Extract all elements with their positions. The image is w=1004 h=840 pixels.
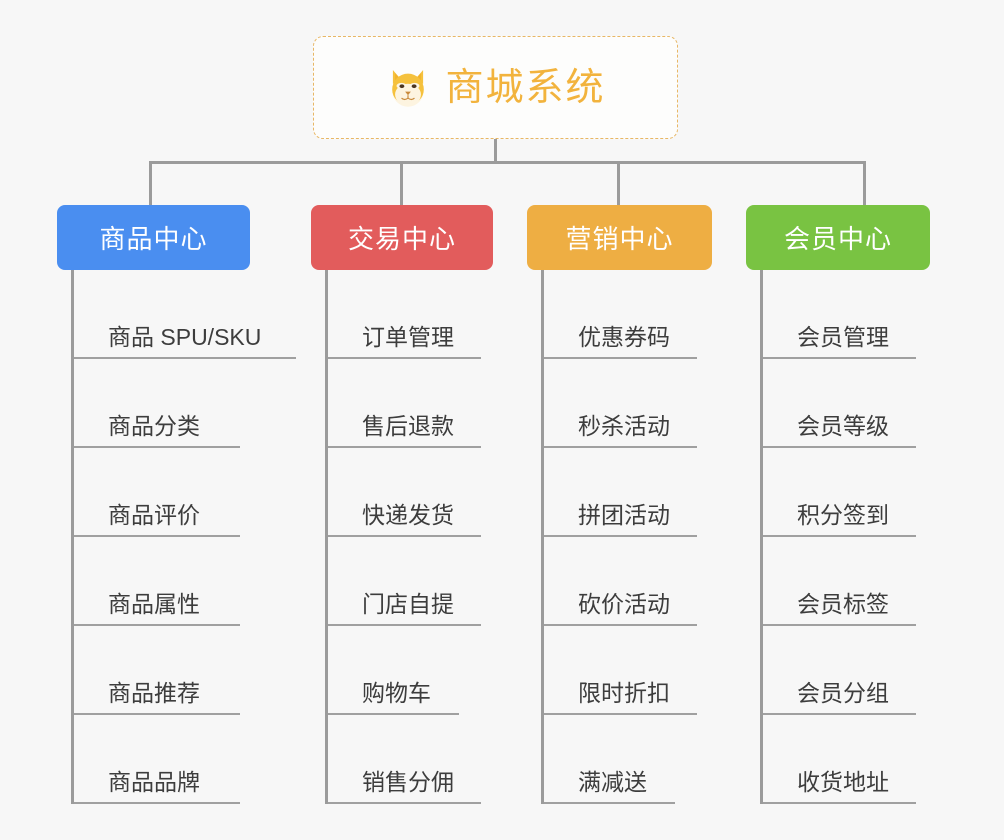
category-children-2: 优惠券码 秒杀活动 拼团活动 砍价活动 限时折扣 满减送 [541,270,712,804]
category-header-label-1: 交易中心 [347,224,456,254]
leaf-label: 会员分组 [797,680,889,706]
leaf-label: 秒杀活动 [578,413,670,439]
leaf-item[interactable]: 商品属性 [74,537,240,626]
leaf-label: 商品评价 [108,502,200,528]
leaf-item[interactable]: 商品 SPU/SKU [74,270,296,359]
category-header-0[interactable]: 商品中心 [57,205,250,270]
leaf-item[interactable]: 会员管理 [763,270,916,359]
leaf-item[interactable]: 会员等级 [763,359,916,448]
leaf-item[interactable]: 秒杀活动 [544,359,697,448]
leaf-label: 拼团活动 [578,502,670,528]
connector-drop-0 [149,161,152,205]
leaf-item[interactable]: 商品推荐 [74,626,240,715]
leaf-label: 会员等级 [797,413,889,439]
leaf-label: 门店自提 [362,591,454,617]
leaf-label: 商品 SPU/SKU [108,324,262,350]
category-header-label-3: 会员中心 [783,224,892,254]
leaf-label: 商品分类 [108,413,200,439]
leaf-label: 会员标签 [797,591,889,617]
leaf-item[interactable]: 商品分类 [74,359,240,448]
connector-drop-3 [863,161,866,205]
leaf-item[interactable]: 收货地址 [763,715,916,804]
category-children-3: 会员管理 会员等级 积分签到 会员标签 会员分组 收货地址 [760,270,930,804]
leaf-item[interactable]: 快递发货 [328,448,481,537]
leaf-label: 订单管理 [362,324,454,350]
leaf-item[interactable]: 会员标签 [763,537,916,626]
category-children-1: 订单管理 售后退款 快递发货 门店自提 购物车 销售分佣 [325,270,493,804]
leaf-label: 购物车 [362,680,431,706]
shiba-dog-icon [392,69,425,107]
leaf-item[interactable]: 会员分组 [763,626,916,715]
leaf-item[interactable]: 积分签到 [763,448,916,537]
leaf-item[interactable]: 优惠券码 [544,270,697,359]
leaf-label: 砍价活动 [578,591,670,617]
category-children-0: 商品 SPU/SKU 商品分类 商品评价 商品属性 商品推荐 商品品牌 [71,270,296,804]
leaf-item[interactable]: 订单管理 [328,270,481,359]
category-column-3: 会员中心 会员管理 会员等级 积分签到 会员标签 会员分组 收货地址 [746,205,930,804]
leaf-label: 优惠券码 [578,324,670,350]
leaf-label: 商品品牌 [108,769,200,795]
category-column-0: 商品中心 商品 SPU/SKU 商品分类 商品评价 商品属性 商品推荐 商品品牌 [57,205,296,804]
leaf-item[interactable]: 拼团活动 [544,448,697,537]
leaf-label: 限时折扣 [578,680,670,706]
connector-drop-1 [400,161,403,205]
connector-root-stem [494,139,497,163]
category-header-2[interactable]: 营销中心 [527,205,712,270]
leaf-item[interactable]: 商品评价 [74,448,240,537]
root-title: 商城系统 [445,66,606,109]
leaf-item[interactable]: 售后退款 [328,359,481,448]
leaf-item[interactable]: 销售分佣 [328,715,481,804]
category-header-label-0: 商品中心 [99,224,208,254]
leaf-item[interactable]: 门店自提 [328,537,481,626]
connector-bus [149,161,866,164]
leaf-label: 销售分佣 [362,769,454,795]
leaf-item[interactable]: 限时折扣 [544,626,697,715]
leaf-label: 商品推荐 [108,680,200,706]
leaf-item[interactable]: 砍价活动 [544,537,697,626]
leaf-label: 满减送 [578,769,647,795]
leaf-label: 收货地址 [797,769,889,795]
leaf-label: 快递发货 [362,502,454,528]
root-node[interactable]: 商城系统 [313,36,678,139]
leaf-label: 会员管理 [797,324,889,350]
leaf-label: 积分签到 [797,502,889,528]
connector-drop-2 [617,161,620,205]
leaf-label: 商品属性 [108,591,200,617]
category-header-1[interactable]: 交易中心 [311,205,493,270]
category-column-1: 交易中心 订单管理 售后退款 快递发货 门店自提 购物车 销售分佣 [311,205,493,804]
leaf-item[interactable]: 购物车 [328,626,459,715]
category-header-3[interactable]: 会员中心 [746,205,930,270]
leaf-label: 售后退款 [362,413,454,439]
category-header-label-2: 营销中心 [565,224,674,254]
leaf-item[interactable]: 商品品牌 [74,715,240,804]
leaf-item[interactable]: 满减送 [544,715,675,804]
category-column-2: 营销中心 优惠券码 秒杀活动 拼团活动 砍价活动 限时折扣 满减送 [527,205,712,804]
